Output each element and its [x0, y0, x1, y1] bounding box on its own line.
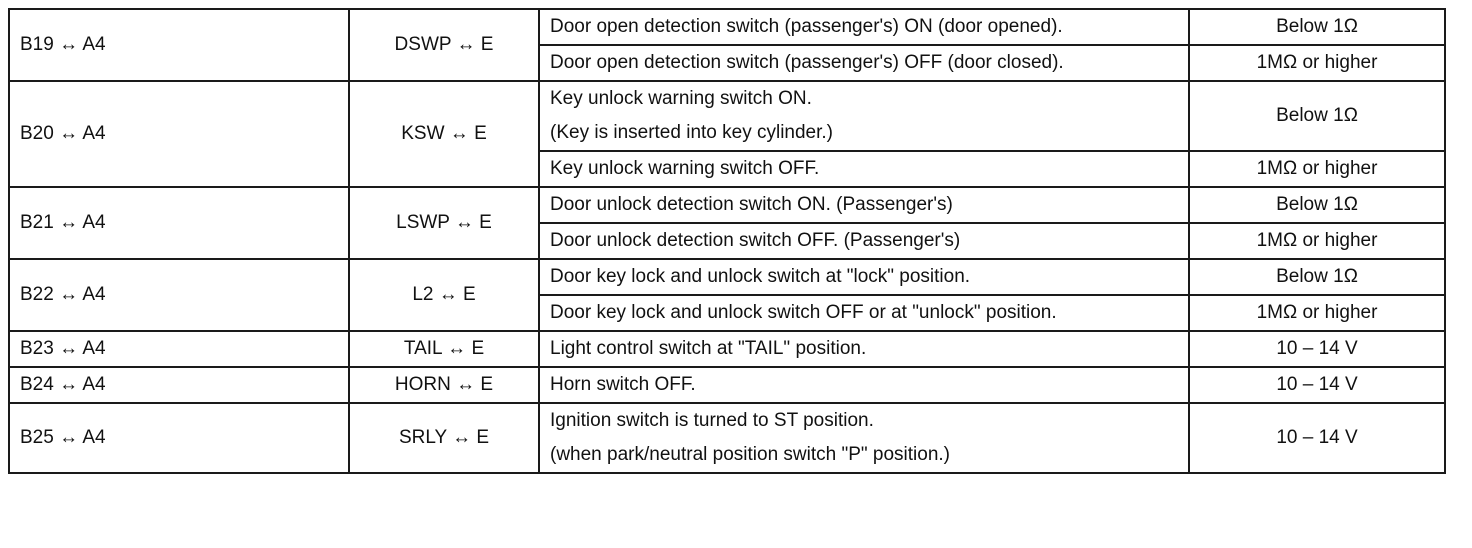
condition-cell: Door unlock detection switch OFF. (Passe… — [538, 222, 1190, 260]
condition-cell: Door open detection switch (passenger's)… — [538, 44, 1190, 82]
condition-cell: Light control switch at "TAIL" position. — [538, 330, 1190, 368]
specified-value-cell: 10 – 14 V — [1188, 402, 1446, 474]
terminal-cell: B24 ↔ A4 — [8, 366, 350, 404]
condition-text: (Key is inserted into key cylinder.) — [550, 122, 834, 143]
condition-cell: Key unlock warning switch OFF. — [538, 150, 1190, 188]
condition-text: Ignition switch is turned to ST position… — [550, 410, 874, 431]
table-row: Door open detection switch (passenger's)… — [9, 44, 1446, 82]
terminal-cell: B20 ↔ A4 — [8, 80, 350, 188]
table-row: Door key lock and unlock switch OFF or a… — [9, 294, 1446, 332]
specified-value-cell: Below 1Ω — [1188, 8, 1446, 46]
signal-cell: KSW ↔ E — [348, 80, 540, 188]
condition-cell: Door open detection switch (passenger's)… — [538, 8, 1190, 46]
condition-cell: Ignition switch is turned to ST position… — [538, 402, 1190, 474]
condition-text: Door key lock and unlock switch at "lock… — [550, 266, 971, 287]
terminal-cell: B25 ↔ A4 — [8, 402, 350, 474]
condition-text: Door unlock detection switch OFF. (Passe… — [550, 230, 961, 251]
condition-text: Key unlock warning switch OFF. — [550, 158, 820, 179]
condition-text: Door unlock detection switch ON. (Passen… — [550, 194, 953, 215]
condition-cell: Door unlock detection switch ON. (Passen… — [538, 186, 1190, 224]
condition-text: Key unlock warning switch ON. — [550, 88, 812, 109]
table-row: Door unlock detection switch OFF. (Passe… — [9, 222, 1446, 260]
terminal-cell: B22 ↔ A4 — [8, 258, 350, 332]
condition-cell: Horn switch OFF. — [538, 366, 1190, 404]
condition-text: Light control switch at "TAIL" position. — [550, 338, 867, 359]
signal-cell: DSWP ↔ E — [348, 8, 540, 82]
condition-cell: Door key lock and unlock switch at "lock… — [538, 258, 1190, 296]
condition-cell: Key unlock warning switch ON. (Key is ins… — [538, 80, 1190, 152]
signal-cell: TAIL ↔ E — [348, 330, 540, 368]
table-row: Key unlock warning switch OFF. 1MΩ or hig… — [9, 150, 1446, 188]
specified-value-cell: 1MΩ or higher — [1188, 150, 1446, 188]
condition-text: (when park/neutral position switch "P" p… — [550, 444, 951, 465]
specified-value-cell: 1MΩ or higher — [1188, 294, 1446, 332]
specified-value-cell: 10 – 14 V — [1188, 366, 1446, 404]
specified-value-cell: 1MΩ or higher — [1188, 222, 1446, 260]
specified-value-cell: 10 – 14 V — [1188, 330, 1446, 368]
specified-value-cell: Below 1Ω — [1188, 258, 1446, 296]
signal-cell: SRLY ↔ E — [348, 402, 540, 474]
signal-cell: L2 ↔ E — [348, 258, 540, 332]
specified-value-cell: 1MΩ or higher — [1188, 44, 1446, 82]
signal-cell: HORN ↔ E — [348, 366, 540, 404]
condition-text: Horn switch OFF. — [550, 374, 696, 395]
terminal-cell: B23 ↔ A4 — [8, 330, 350, 368]
condition-text: Door open detection switch (passenger's)… — [550, 52, 1064, 73]
specified-value-cell: Below 1Ω — [1188, 186, 1446, 224]
condition-text: Door open detection switch (passenger's)… — [550, 16, 1063, 37]
terminal-cell: B19 ↔ A4 — [8, 8, 350, 82]
condition-cell: Door key lock and unlock switch OFF or a… — [538, 294, 1190, 332]
specified-value-cell: Below 1Ω — [1188, 80, 1446, 152]
condition-text: Door key lock and unlock switch OFF or a… — [550, 302, 1057, 323]
signal-cell: LSWP ↔ E — [348, 186, 540, 260]
terminal-cell: B21 ↔ A4 — [8, 186, 350, 260]
